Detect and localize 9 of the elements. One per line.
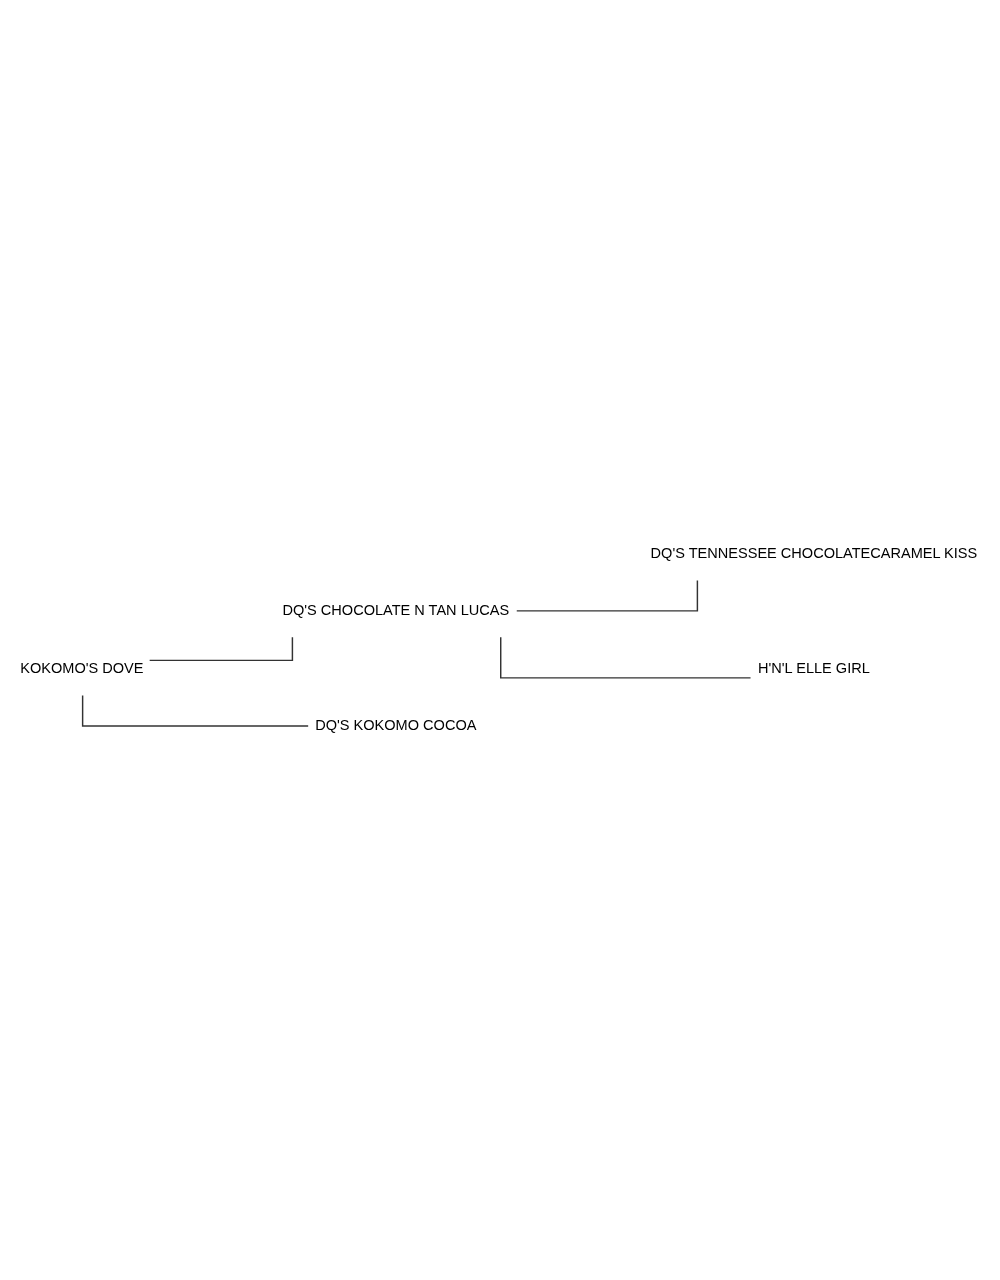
connector (148, 636, 294, 662)
connector (81, 694, 309, 727)
node-text: DQ'S KOKOMO COCOA (315, 716, 477, 733)
node-text: DQ'S CHOCOLATE N TAN LUCAS (282, 601, 510, 618)
node-text: H'N'L ELLE GIRL (758, 659, 870, 676)
connector (516, 579, 699, 612)
node-text: DQ'S TENNESSEE CHOCOLATECARAMEL KISS (650, 544, 978, 561)
node-text: KOKOMO'S DOVE (20, 659, 144, 676)
connector (500, 636, 752, 679)
